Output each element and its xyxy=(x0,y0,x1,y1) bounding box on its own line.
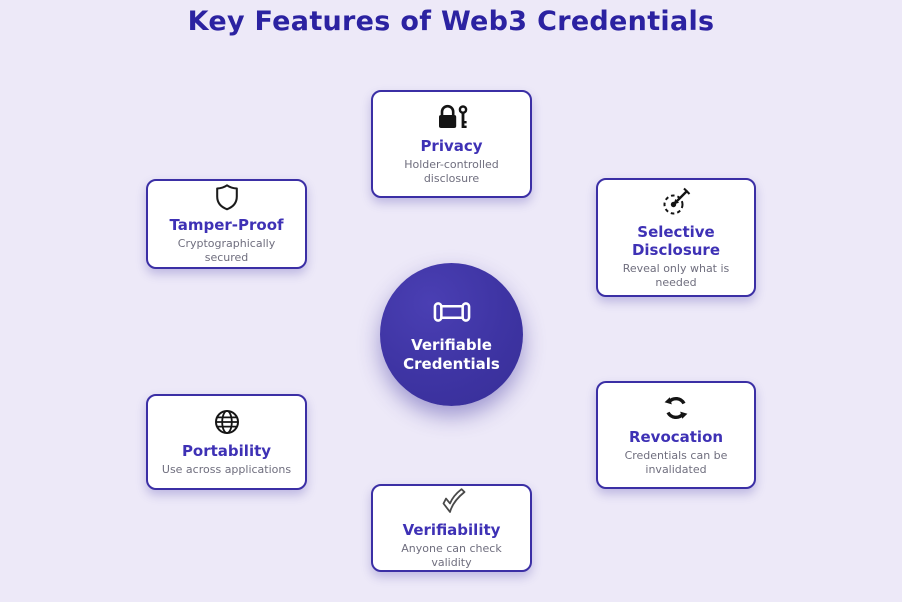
feature-card-portability: Portability Use across applications xyxy=(146,394,307,490)
feature-card-subtitle: Use across applications xyxy=(161,463,292,477)
feature-card-title: Tamper-Proof xyxy=(169,216,284,235)
shield-icon xyxy=(213,183,241,211)
feature-card-subtitle: Anyone can check validity xyxy=(401,542,502,569)
feature-card-revocation: Revocation Credentials can be invalidate… xyxy=(596,381,756,489)
feature-card-title: Privacy xyxy=(420,137,483,156)
feature-card-privacy: Privacy Holder-controlled disclosure xyxy=(371,90,532,198)
feature-card-title: Portability xyxy=(181,442,272,461)
feature-card-subtitle: Holder-controlled disclosure xyxy=(404,158,499,185)
feature-card-title: Selective Disclosure xyxy=(631,222,721,259)
page-title: Key Features of Web3 Credentials xyxy=(187,6,715,37)
feature-card-tamper-proof: Tamper-Proof Cryptographically secured xyxy=(146,179,307,269)
feature-card-title: Revocation xyxy=(628,428,724,447)
feature-card-selective-disclosure: Selective Disclosure Reveal only what is… xyxy=(596,178,756,297)
center-node-title: Verifiable Credentials xyxy=(403,335,500,373)
feature-card-verifiability: Verifiability Anyone can check validity xyxy=(371,484,532,572)
feature-card-title: Verifiability xyxy=(402,521,501,540)
globe-icon xyxy=(212,407,242,437)
center-node-verifiable-credentials: Verifiable Credentials xyxy=(380,263,523,406)
feature-card-subtitle: Credentials can be invalidated xyxy=(624,449,728,476)
cycle-arrows-icon xyxy=(661,393,691,423)
feature-card-subtitle: Cryptographically secured xyxy=(177,237,276,264)
check-icon xyxy=(435,486,469,516)
feature-card-subtitle: Reveal only what is needed xyxy=(622,261,730,289)
target-icon xyxy=(660,186,692,218)
scroll-icon xyxy=(430,296,474,328)
lock-key-icon xyxy=(435,102,469,132)
